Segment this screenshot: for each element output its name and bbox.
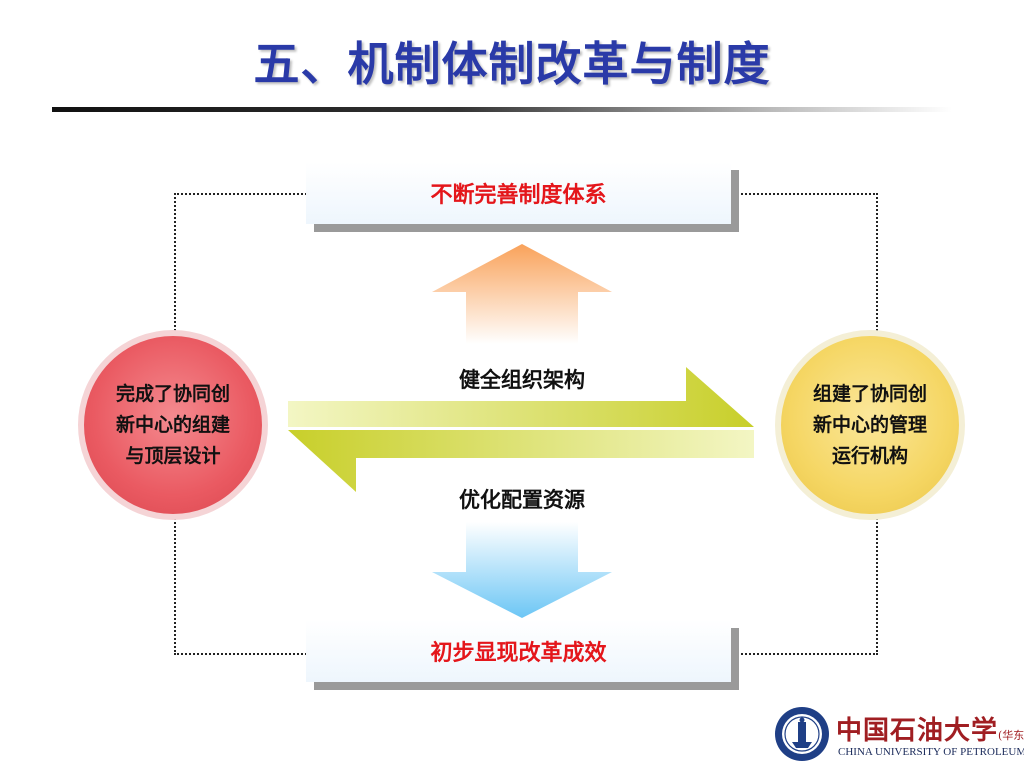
- logo-name-cn: 中国石油大学(华东): [836, 710, 1024, 747]
- bottom-box: 初步显现改革成效: [306, 620, 731, 682]
- top-box-label: 不断完善制度体系: [430, 183, 607, 208]
- page-title: 五、机制体制改革与制度: [253, 37, 771, 91]
- logo-name-cn-text: 中国石油大学: [836, 716, 999, 746]
- university-seal-icon: [775, 707, 829, 761]
- left-arrow: [288, 430, 754, 492]
- logo-campus: (华东): [998, 729, 1024, 742]
- left-circle-line-2: 新中心的组建: [115, 413, 230, 436]
- university-logo: 中国石油大学(华东) CHINA UNIVERSITY OF PETROLEUM: [774, 704, 1024, 764]
- bottom-box-label: 初步显现改革成效: [430, 641, 607, 666]
- right-circle-line-3: 运行机构: [831, 444, 908, 467]
- left-circle: 完成了协同创 新中心的组建 与顶层设计: [78, 330, 268, 520]
- arrow-left-label: 优化配置资源: [459, 488, 585, 512]
- left-circle-line-1: 完成了协同创: [115, 382, 230, 405]
- up-arrow: [432, 244, 612, 344]
- right-circle-line-1: 组建了协同创: [812, 382, 927, 405]
- top-box: 不断完善制度体系: [306, 162, 731, 224]
- right-circle: 组建了协同创 新中心的管理 运行机构: [775, 330, 965, 520]
- right-arrow: [288, 367, 754, 427]
- left-circle-line-3: 与顶层设计: [125, 444, 221, 467]
- logo-name-en: CHINA UNIVERSITY OF PETROLEUM: [838, 746, 1024, 758]
- right-circle-line-2: 新中心的管理: [812, 413, 927, 436]
- down-arrow: [432, 522, 612, 618]
- arrow-right-label: 健全组织架构: [459, 368, 585, 392]
- title-underline: [52, 107, 952, 112]
